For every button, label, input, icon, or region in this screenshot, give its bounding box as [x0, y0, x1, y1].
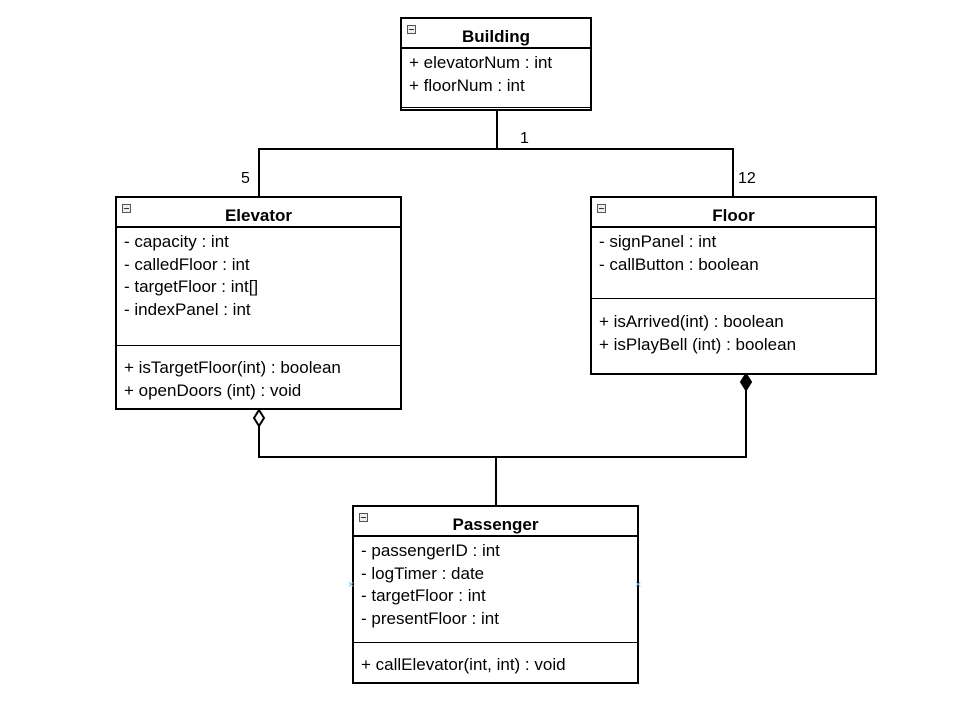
aggregation-diamond: [252, 408, 266, 428]
attribute: - calledFloor : int: [124, 254, 250, 274]
class-elevator[interactable]: Elevator - capacity : int - calledFloor …: [115, 196, 402, 410]
multiplicity-floor: 12: [738, 170, 756, 187]
method: + isPlayBell (int) : boolean: [599, 334, 797, 354]
attribute: - callButton : boolean: [599, 254, 759, 274]
collapse-toggle-icon[interactable]: [407, 25, 416, 34]
class-floor-methods: + isArrived(int) : boolean + isPlayBell …: [592, 299, 875, 356]
class-floor-header: Floor: [592, 198, 875, 228]
attribute: - logTimer : date: [361, 563, 485, 583]
aggregation-passenger-elevator[interactable]: [258, 426, 497, 505]
compartment-divider: [592, 298, 875, 299]
compartment-divider: [402, 107, 590, 108]
compartment-divider: [354, 642, 637, 643]
class-floor-name: Floor: [712, 206, 755, 225]
method: + openDoors (int) : void: [124, 380, 302, 400]
class-passenger-name: Passenger: [452, 515, 539, 534]
class-floor[interactable]: Floor - signPanel : int - callButton : b…: [590, 196, 877, 375]
class-passenger-attributes: - passengerID : int - logTimer : date - …: [354, 537, 637, 642]
attribute: - indexPanel : int: [124, 299, 251, 319]
attribute: - capacity : int: [124, 232, 229, 251]
class-floor-attributes: - signPanel : int - callButton : boolean: [592, 228, 875, 298]
collapse-toggle-icon[interactable]: [122, 204, 131, 213]
attribute: - targetFloor : int: [361, 586, 486, 605]
association-building-floor[interactable]: [497, 148, 734, 196]
attribute: - targetFloor : int[]: [124, 277, 259, 296]
class-building-header: Building: [402, 19, 590, 49]
class-building[interactable]: Building + elevatorNum : int + floorNum …: [400, 17, 592, 111]
class-elevator-name: Elevator: [224, 206, 293, 225]
class-elevator-methods: + isTargetFloor(int) : boolean + openDoo…: [117, 346, 400, 402]
method: + isTargetFloor(int) : boolean: [124, 358, 341, 377]
attribute: + floorNum : int: [409, 75, 525, 95]
connection-point-icon[interactable]: ×: [348, 579, 355, 591]
attribute: - signPanel : int: [599, 232, 717, 251]
class-elevator-attributes: - capacity : int - calledFloor : int - t…: [117, 228, 400, 345]
attribute: + elevatorNum : int: [409, 53, 553, 72]
compartment-divider: [117, 345, 400, 346]
connection-point-icon[interactable]: ×: [635, 579, 642, 591]
attribute: - passengerID : int: [361, 541, 500, 560]
composition-diamond: [739, 372, 753, 392]
collapse-toggle-icon[interactable]: [359, 513, 368, 522]
method: + callElevator(int, int) : void: [361, 655, 566, 674]
class-building-name: Building: [462, 27, 530, 46]
class-elevator-header: Elevator: [117, 198, 400, 228]
multiplicity-elevator: 5: [241, 170, 250, 187]
association-building-elevator[interactable]: [258, 111, 498, 196]
class-passenger-methods: + callElevator(int, int) : void: [354, 643, 637, 677]
collapse-toggle-icon[interactable]: [597, 204, 606, 213]
multiplicity-building: 1: [520, 130, 529, 147]
class-passenger[interactable]: Passenger - passengerID : int - logTimer…: [352, 505, 639, 684]
class-passenger-header: Passenger: [354, 507, 637, 537]
method: + isArrived(int) : boolean: [599, 312, 784, 331]
attribute: - presentFloor : int: [361, 608, 499, 628]
class-building-attributes: + elevatorNum : int + floorNum : int: [402, 49, 590, 107]
composition-passenger-floor[interactable]: [496, 390, 747, 458]
